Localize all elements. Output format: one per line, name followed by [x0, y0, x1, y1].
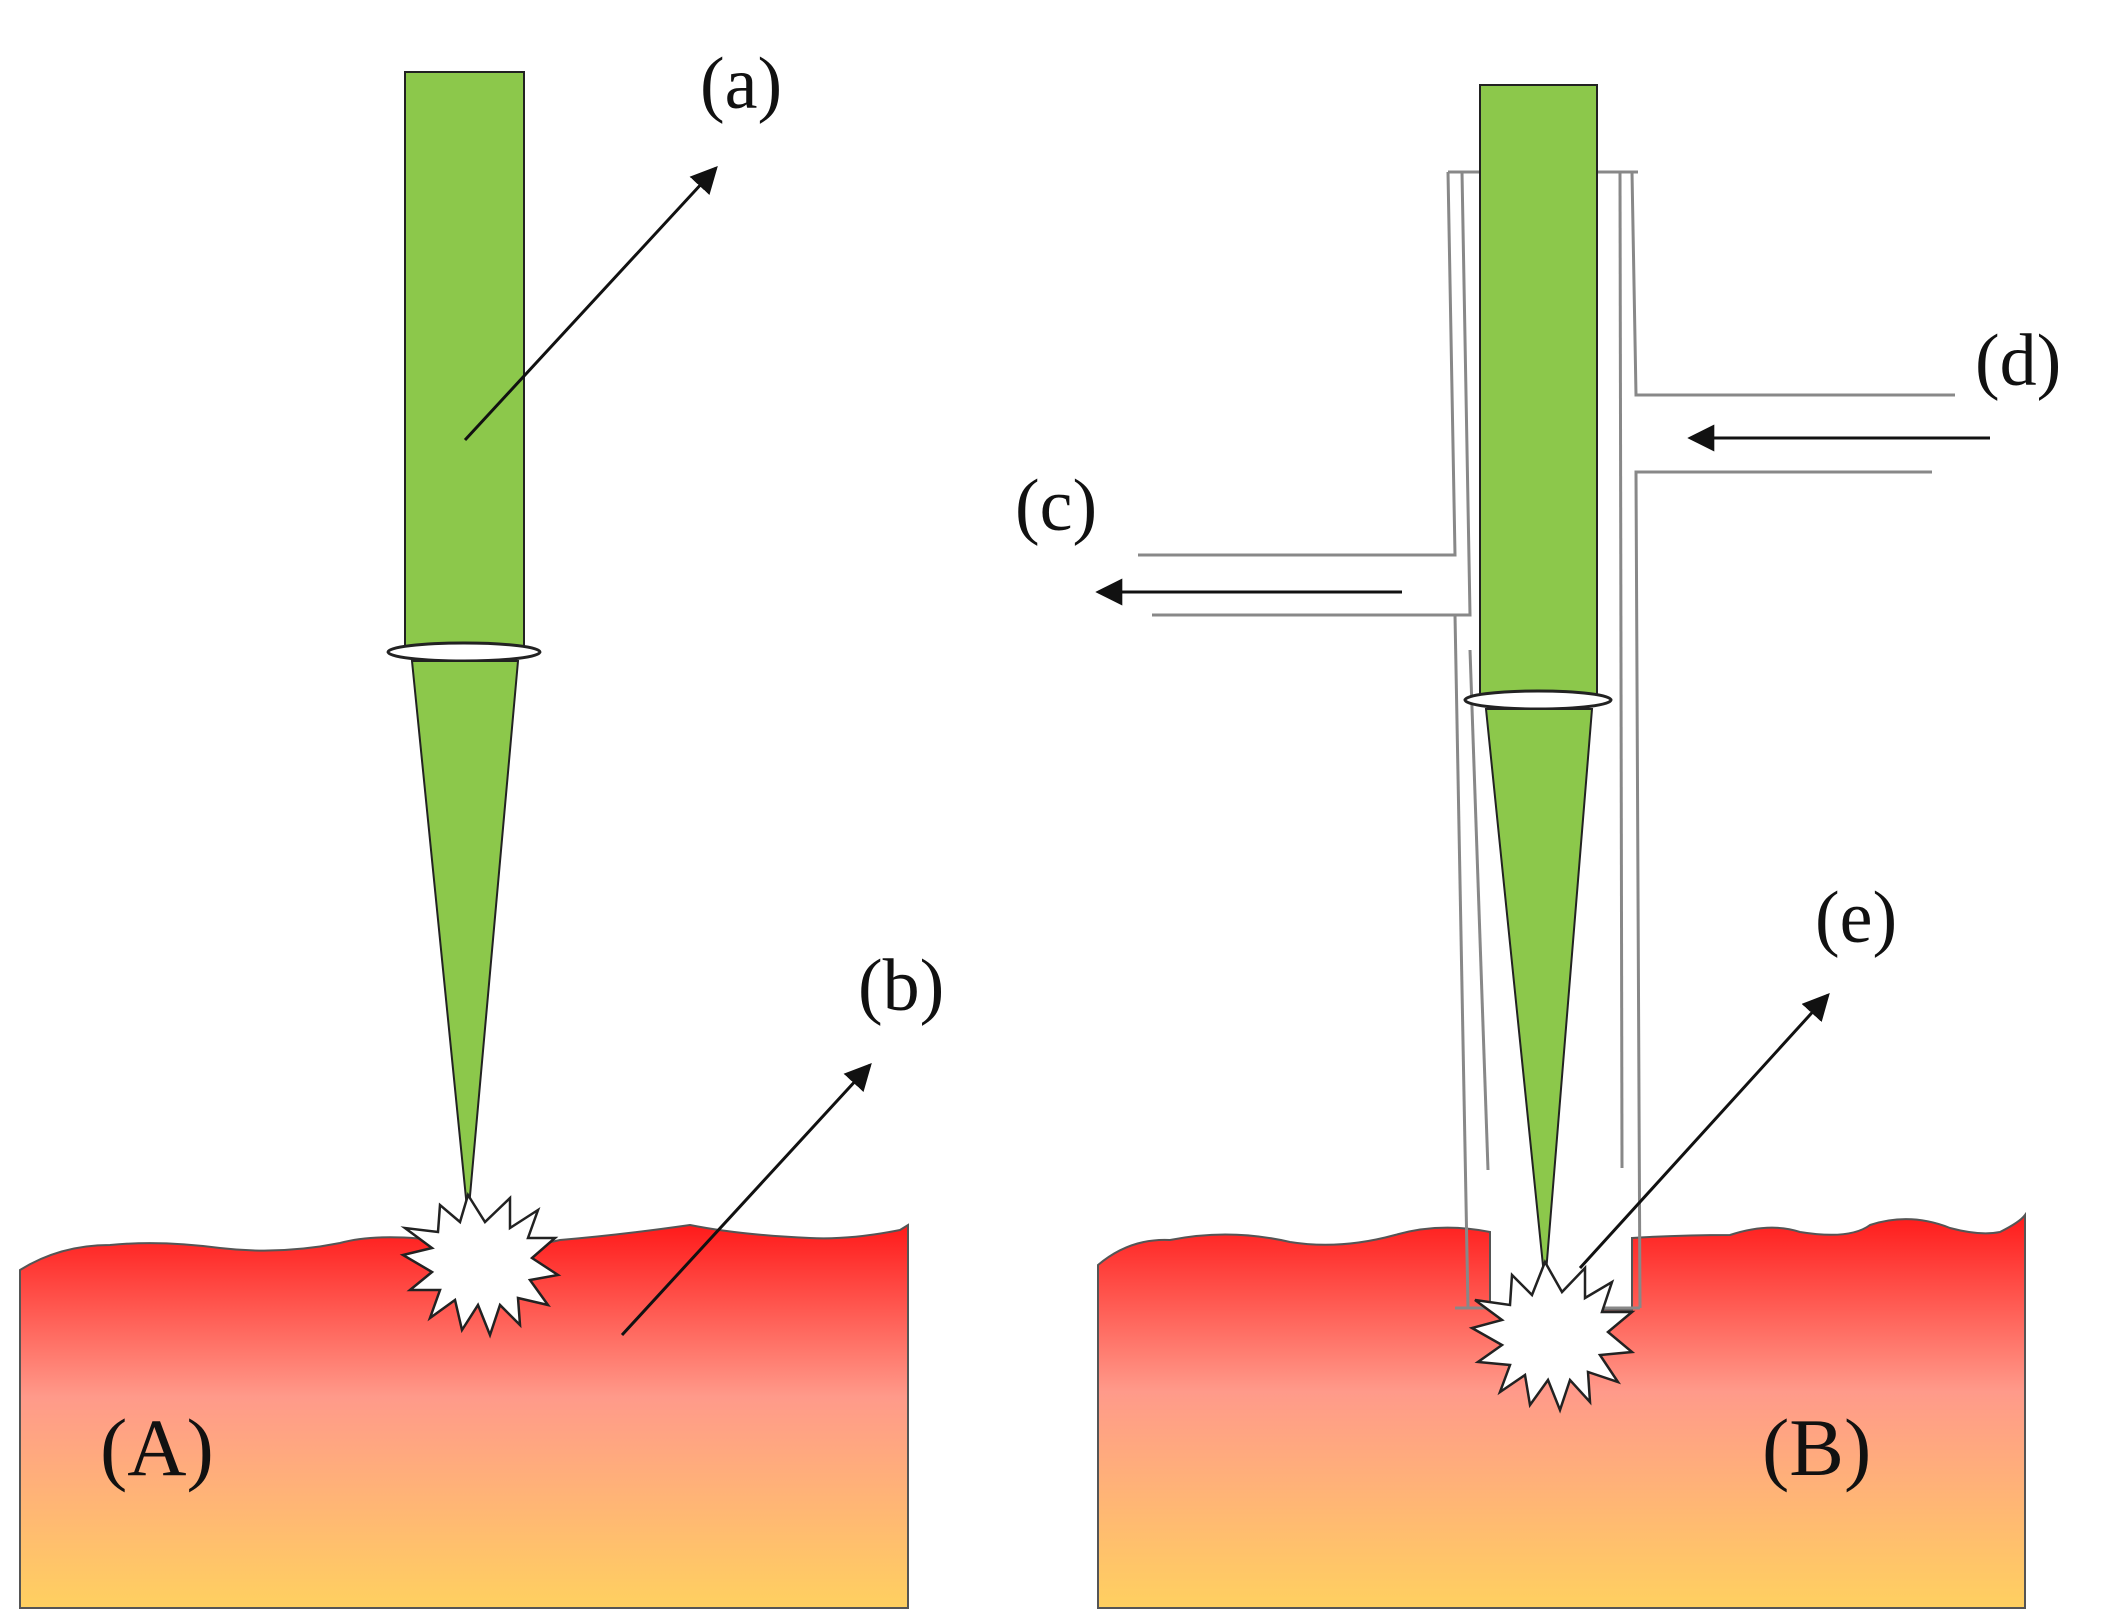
tissue-block-b — [1097, 1211, 2026, 1609]
panel-label-A: (A) — [100, 1402, 214, 1493]
optical-fiber-a — [404, 71, 525, 651]
label-c: (c) — [1015, 465, 1097, 547]
label-b: (b) — [858, 945, 944, 1027]
laser-beam-cone-b — [1484, 708, 1594, 1286]
laser-beam-cone-a — [410, 660, 520, 1219]
arrow-a — [463, 166, 718, 442]
panel-b: (c) (d) (e) (B) — [1015, 84, 2061, 1609]
panel-label-B: (B) — [1762, 1402, 1871, 1493]
label-a: (a) — [700, 43, 782, 125]
sheath-right-outer — [1630, 171, 1955, 397]
arrow-b — [620, 1063, 872, 1337]
sheath-left-inner — [1152, 171, 1472, 617]
ablation-flash-b — [1468, 1259, 1636, 1414]
sheath-left-inner-lower — [1468, 649, 1490, 1171]
ablation-flash-a — [399, 1191, 562, 1339]
fiber-ring-a — [386, 641, 542, 663]
sheath-left-lower — [1453, 614, 1470, 1309]
label-d: (d) — [1975, 320, 2061, 402]
optical-fiber-b — [1479, 84, 1598, 701]
sheath-right-inner — [1618, 171, 1624, 1169]
label-e: (e) — [1815, 877, 1897, 959]
panel-a: (a) (b) (A) — [19, 43, 944, 1609]
sheath-right-lower — [1634, 470, 1932, 1309]
arrow-e — [1578, 993, 1830, 1270]
sheath-left-outer — [1138, 171, 1457, 557]
fiber-ring-b — [1463, 689, 1613, 711]
